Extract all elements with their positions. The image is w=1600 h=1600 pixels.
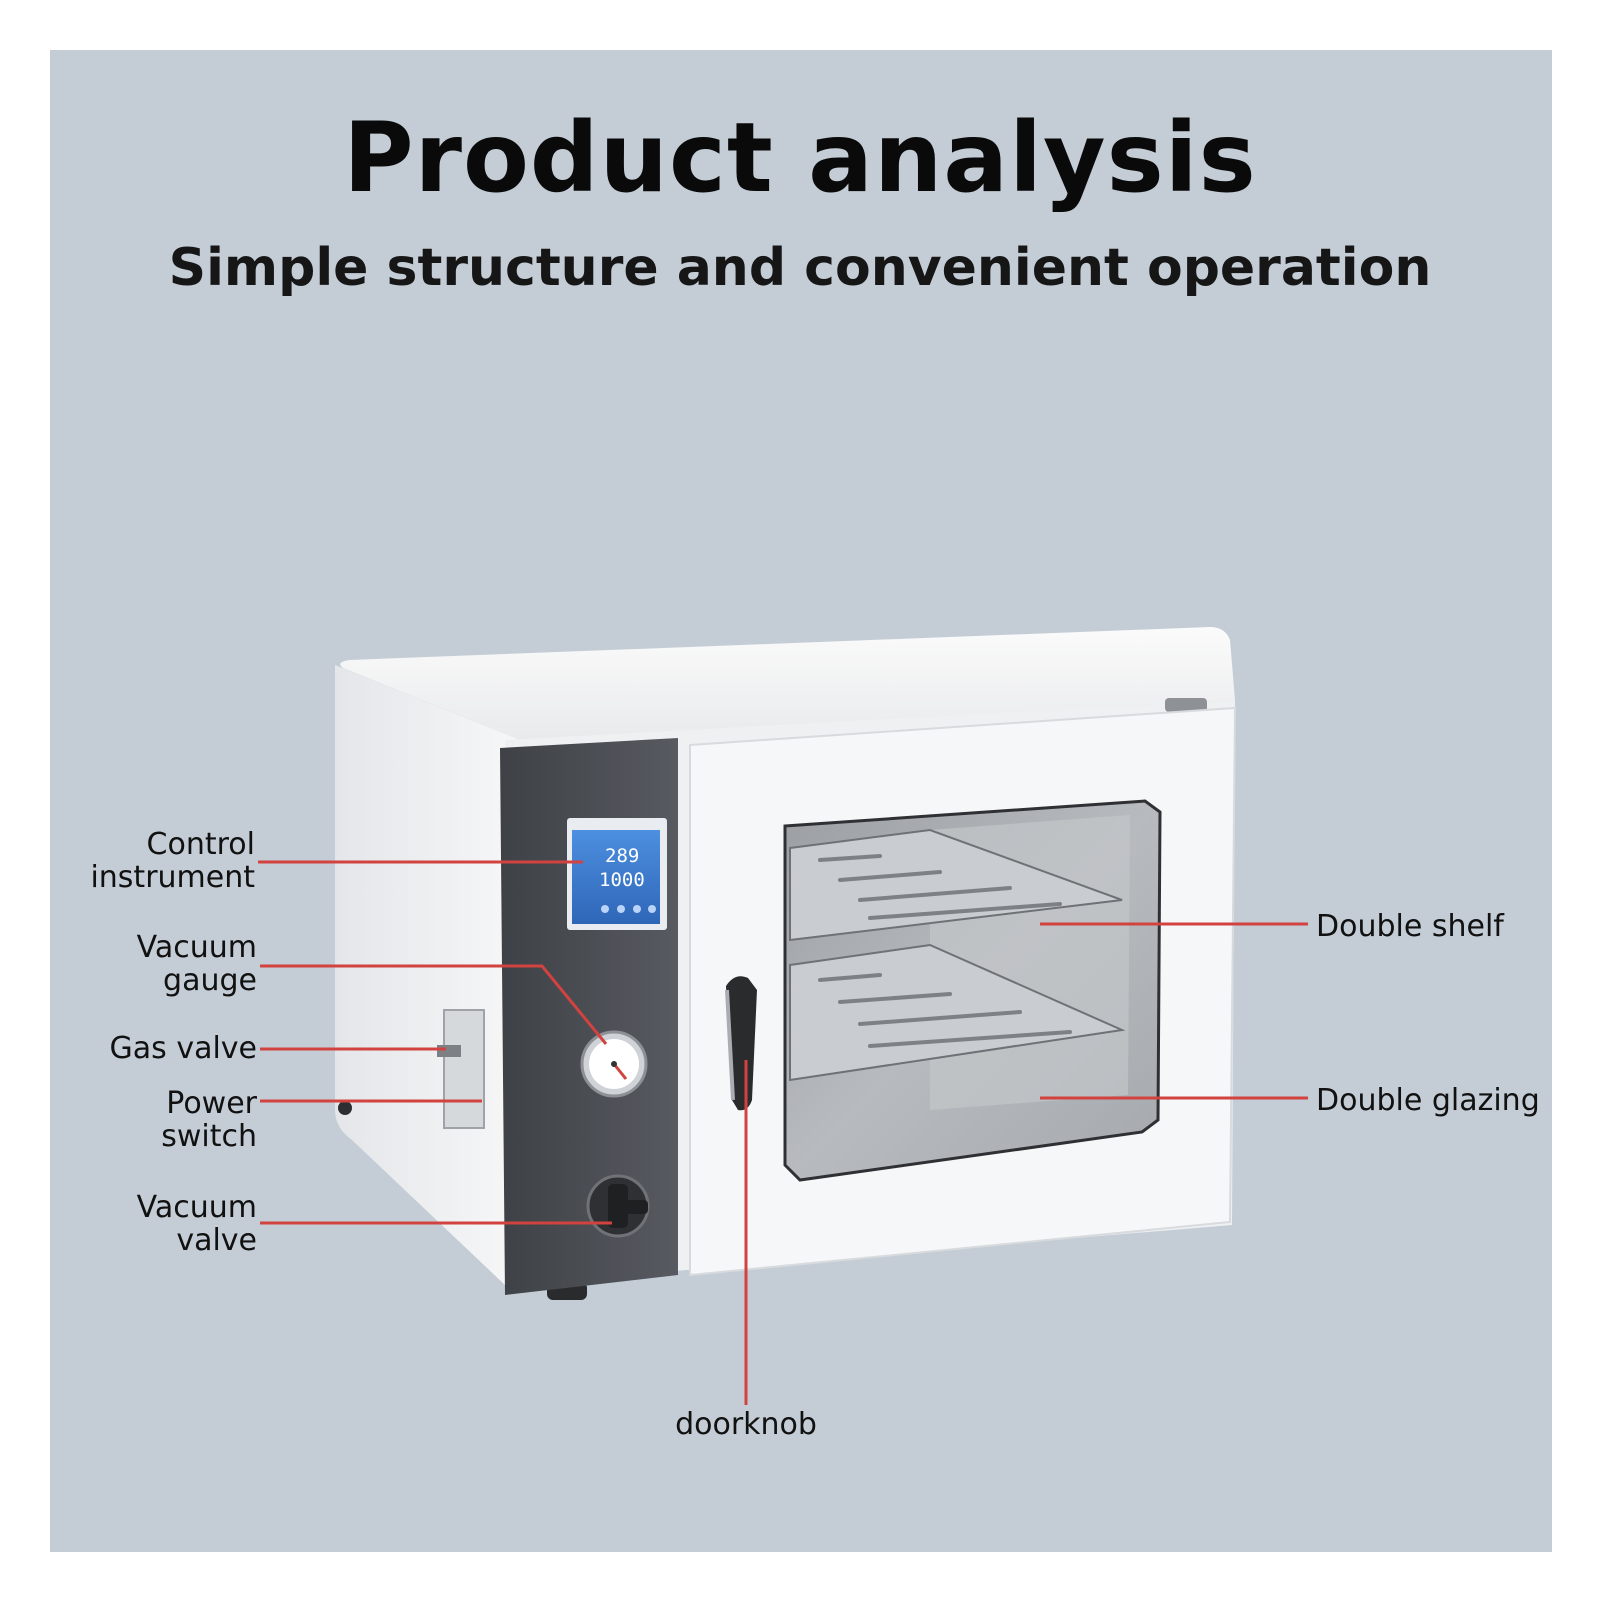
label-control-instrument-text: Control instrument — [90, 827, 255, 895]
leader-vacuum-gauge — [260, 964, 608, 1045]
display-top-reading: 289 — [605, 845, 639, 867]
pressure-gauge-icon — [580, 1030, 648, 1098]
label-vacuum-valve: Vacuum valve — [60, 1191, 257, 1257]
label-gas-valve: Gas valve — [60, 1032, 257, 1065]
page-subtitle: Simple structure and convenient operatio… — [168, 238, 1432, 298]
page-title: Product analysis — [343, 102, 1257, 214]
label-vacuum-gauge-text: Vacuum gauge — [136, 930, 257, 998]
label-vacuum-valve-text: Vacuum valve — [136, 1190, 257, 1258]
lower-shelf — [789, 943, 1126, 1082]
label-power-switch: Power switch — [60, 1087, 257, 1153]
upper-shelf — [789, 828, 1123, 942]
label-doorknob: doorknob — [646, 1408, 846, 1441]
label-power-switch-text: Power switch — [161, 1086, 257, 1154]
oven-door — [689, 706, 1237, 1277]
display-bottom-reading: 1000 — [599, 869, 645, 891]
label-doorknob-text: doorknob — [675, 1407, 817, 1442]
label-double-shelf-text: Double shelf — [1316, 909, 1504, 944]
label-gas-valve-text: Gas valve — [109, 1031, 257, 1066]
valve-knob-icon — [586, 1174, 650, 1238]
label-double-shelf: Double shelf — [1316, 910, 1556, 943]
leader-lines — [258, 860, 1308, 1405]
label-control-instrument: Control instrument — [60, 828, 255, 894]
display-screen — [572, 830, 660, 924]
label-vacuum-gauge: Vacuum gauge — [60, 931, 257, 997]
control-panel: 289 1000 — [500, 738, 678, 1295]
label-double-glazing-text: Double glazing — [1316, 1083, 1540, 1118]
label-double-glazing: Double glazing — [1316, 1084, 1556, 1117]
door-handle-icon — [725, 976, 757, 1111]
